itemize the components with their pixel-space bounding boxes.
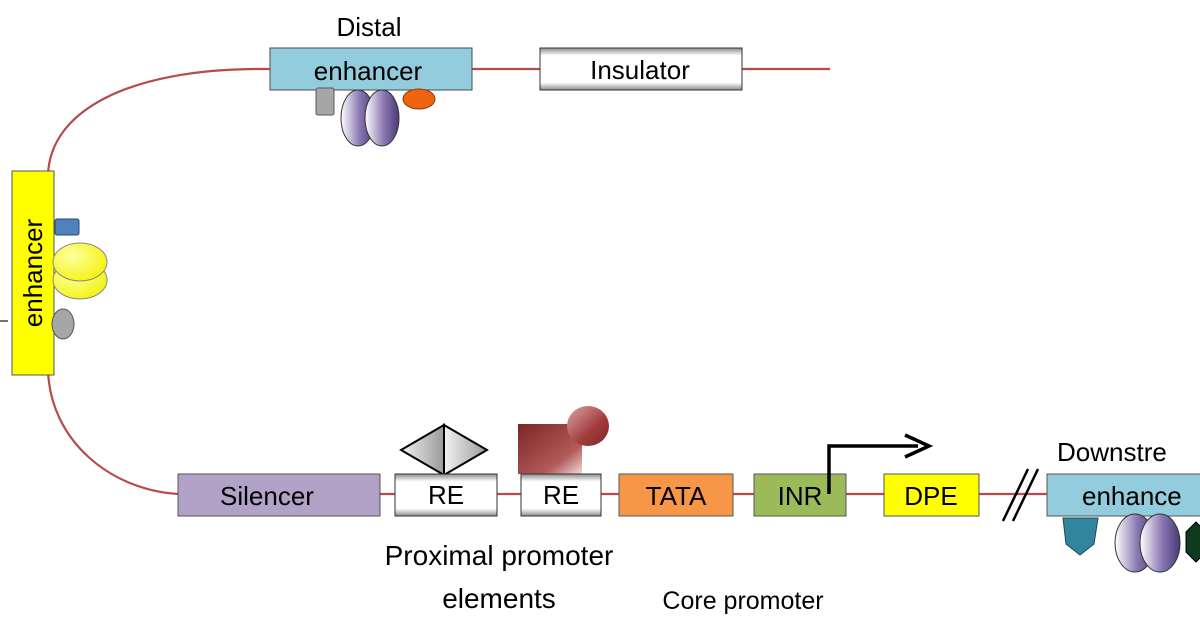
- re1-label: RE: [428, 480, 464, 510]
- teal-pentagon-protein: [1062, 517, 1099, 556]
- re2-label: RE: [543, 480, 579, 510]
- purple-protein-front: [1139, 513, 1181, 573]
- distal-enhancer-label: enhancer: [314, 56, 423, 86]
- side-enhancer-box: [11, 170, 55, 376]
- re2-box: [520, 473, 602, 517]
- distal-enhancer-box: [269, 47, 473, 91]
- maroon-protein: [518, 406, 609, 474]
- downstream-enhancer-box: [1046, 473, 1200, 517]
- insulator-box: [539, 47, 743, 91]
- insulator-label: Insulator: [590, 55, 690, 85]
- gray-oval-protein: [51, 308, 75, 340]
- downstream-protein-complex: [1062, 513, 1200, 573]
- purple-protein-front: [364, 89, 400, 147]
- tata-label: TATA: [646, 481, 707, 511]
- distal-title: Distal: [336, 12, 401, 42]
- downstream-enhancer-label: enhance: [1082, 481, 1182, 511]
- dpe-box: [883, 473, 980, 517]
- side-enhancer-label: enhancer: [18, 218, 48, 327]
- arrow-head: [904, 433, 934, 459]
- inr-label: INR: [778, 481, 823, 511]
- core-promoter-label: Core promoter: [662, 587, 823, 615]
- gray-square-protein: [315, 87, 335, 116]
- darkgreen-hexagon-protein: [1185, 521, 1200, 563]
- downstream-title: Downstre: [1057, 437, 1167, 467]
- dpe-label: DPE: [904, 481, 957, 511]
- silencer-box: [177, 473, 381, 517]
- proximal-promoter-label-line2: elements: [442, 583, 556, 614]
- proximal-promoter-label-line1: Proximal promoter: [385, 540, 614, 571]
- side-protein-complex: [51, 218, 108, 340]
- tata-box: [618, 473, 734, 517]
- blue-square-protein: [54, 218, 80, 236]
- diamond-protein: [399, 423, 489, 477]
- silencer-label: Silencer: [220, 481, 314, 511]
- re1-box: [394, 473, 498, 517]
- distal-protein-complex: [315, 87, 436, 147]
- sequence-break-mark: [1001, 468, 1040, 522]
- yellow-protein-top: [52, 242, 108, 282]
- orange-protein: [402, 88, 436, 110]
- transcription-start-arrow: [827, 444, 918, 494]
